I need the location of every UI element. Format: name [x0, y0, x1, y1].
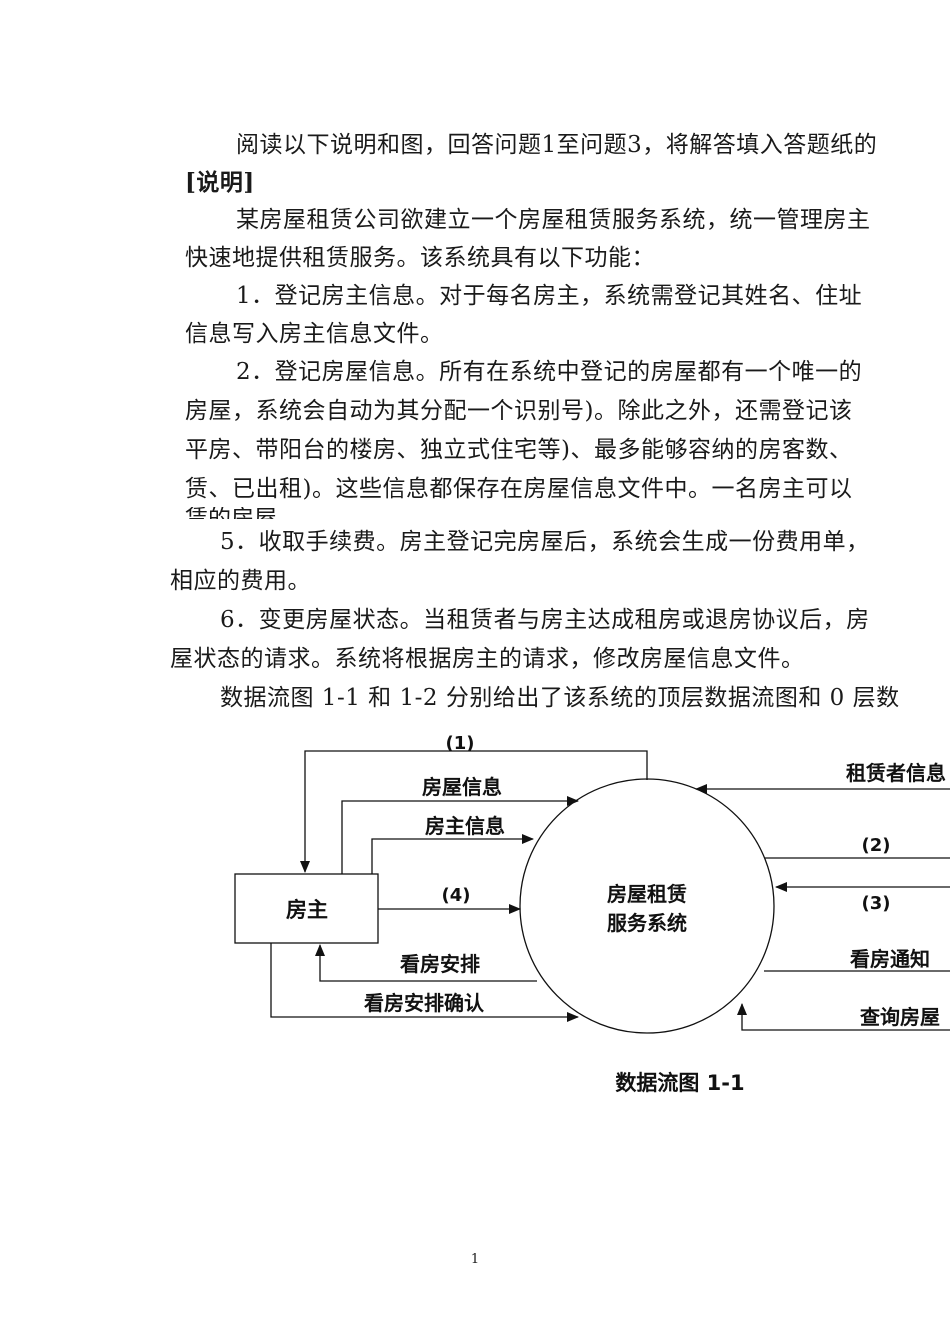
query-house-arrow: [737, 1003, 950, 1031]
function-2-line: 赁、已出租)。这些信息都保存在房屋信息文件中。一名房主可以: [185, 476, 853, 502]
function-1-line: 1．登记房主信息。对于每名房主，系统需登记其姓名、住址: [236, 283, 863, 309]
landlord-info-label: 房主信息: [425, 814, 505, 838]
flow-2-label: (2): [862, 835, 891, 856]
diagram-caption: 数据流图 1-1: [615, 1071, 744, 1095]
function-5-line: 相应的费用。: [170, 568, 311, 594]
process-label-line1: 房屋租赁: [607, 882, 687, 906]
description-line: 某房屋租赁公司欲建立一个房屋租赁服务系统，统一管理房主: [236, 207, 871, 233]
process-label-line2: 服务系统: [607, 911, 687, 935]
flow-3-label: (3): [862, 893, 891, 914]
function-2-line: 平房、带阳台的楼房、独立式住宅等)、最多能够容纳的房客数、: [185, 437, 853, 463]
landlord-entity-label: 房主: [286, 898, 328, 922]
flow-1-arrow: [300, 750, 648, 873]
house-info-arrow: [341, 796, 579, 874]
function-2-line: 房屋，系统会自动为其分配一个识别号)。除此之外，还需登记该: [185, 398, 853, 424]
function-2-line: 2．登记房屋信息。所有在系统中登记的房屋都有一个唯一的: [236, 359, 863, 385]
viewing-confirm-label: 看房安排确认: [364, 991, 485, 1015]
function-5-line: 5．收取手续费。房主登记完房屋后，系统会生成一份费用单，: [220, 529, 870, 555]
landlord-info-arrow: [371, 834, 534, 874]
viewing-arrangement-arrow: [315, 944, 537, 982]
flow-4-label: (4): [442, 885, 471, 906]
dfd-intro-line: 数据流图 1-1 和 1-2 分别给出了该系统的顶层数据流图和 0 层数: [220, 685, 900, 711]
rental-system-process: [519, 778, 775, 1034]
cut-off-line: 赁的房屋: [185, 507, 950, 519]
renter-info-label: 租赁者信息: [846, 761, 946, 785]
description-line: 快速地提供租赁服务。该系统具有以下功能：: [185, 245, 655, 271]
viewing-notice-label: 看房通知: [850, 947, 930, 971]
viewing-arrangement-label: 看房安排: [400, 952, 480, 976]
page-number: 1: [470, 1252, 480, 1267]
section-heading: [说明]: [185, 169, 255, 196]
house-info-label: 房屋信息: [422, 775, 502, 799]
intro-paragraph: 阅读以下说明和图，回答问题1至问题3，将解答填入答题纸的: [236, 132, 878, 158]
viewing-confirm-arrow: [270, 943, 579, 1022]
function-6-line: 屋状态的请求。系统将根据房主的请求，修改房屋信息文件。: [170, 646, 805, 672]
function-6-line: 6．变更房屋状态。当租赁者与房主达成租房或退房协议后，房: [220, 607, 870, 633]
cut-off-text: 赁的房屋: [185, 507, 277, 519]
flow-1-label: (1): [446, 733, 475, 754]
query-house-label: 查询房屋: [860, 1005, 940, 1029]
function-1-line: 信息写入房主信息文件。: [185, 321, 444, 347]
